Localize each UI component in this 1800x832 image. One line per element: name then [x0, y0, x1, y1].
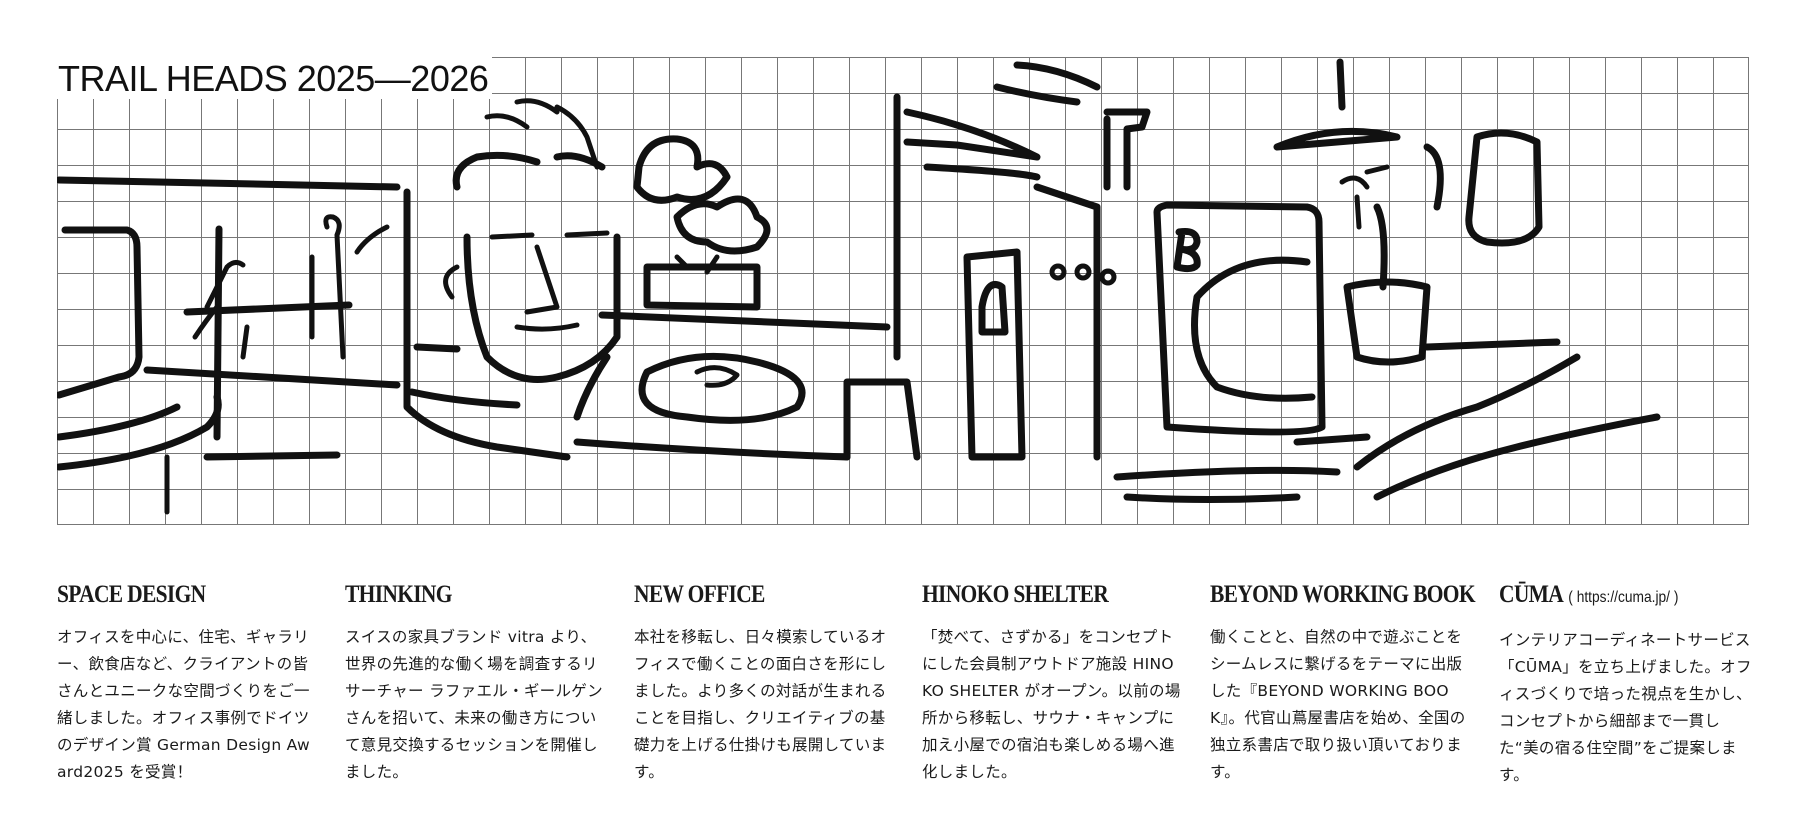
book-drawing: [1113, 201, 1371, 503]
project-description: 「焚べて、さずかる」をコンセプトにした会員制アウトドア施設 HINOKO SHE…: [922, 628, 1181, 781]
interior-drawing: [1273, 58, 1661, 501]
office-scene-drawing: [57, 176, 401, 515]
project-title: HINOKO SHELTER: [922, 581, 1109, 608]
project-title: BEYOND WORKING BOOK: [1210, 581, 1476, 608]
project-description: スイスの家具ブランド vitra より、世界の先進的な働く場を調査するリサーチャ…: [345, 628, 603, 781]
project-description: 働くことと、自然の中で遊ぶことをシームレスに繋げるをテーマに出版した『BEYON…: [1210, 628, 1466, 781]
project-title: CŪMA: [1499, 581, 1564, 608]
project-beyond-working-book: BEYOND WORKING BOOK 働くことと、自然の中で遊ぶことをシームレ…: [1210, 580, 1476, 786]
project-title: SPACE DESIGN: [57, 581, 206, 608]
shelter-drawing: [893, 61, 1151, 461]
project-title: NEW OFFICE: [634, 581, 765, 608]
project-description: オフィスを中心に、住宅、ギャラリー、飲食店など、クライアントの皆さんとユニークな…: [57, 628, 310, 781]
cuma-link[interactable]: ( https://cuma.jp/ ): [1568, 589, 1679, 606]
project-description: 本社を移転し、日々模索しているオフィスで働くことの面白さを形にしました。より多く…: [634, 628, 887, 781]
project-title-row: CŪMA( https://cuma.jp/ ): [1499, 580, 1723, 613]
projects-list: SPACE DESIGN オフィスを中心に、住宅、ギャラリー、飲食店など、クライ…: [57, 580, 1752, 800]
project-description: インテリアコーディネートサービス「CŪMA」を立ち上げました。オフィスづくりで培…: [1499, 631, 1752, 784]
project-new-office: NEW OFFICE 本社を移転し、日々模索しているオフィスで働くことの面白さを…: [634, 580, 894, 786]
project-cuma: CŪMA( https://cuma.jp/ ) インテリアコーディネートサービ…: [1499, 580, 1759, 789]
plant-and-rug-drawing: [573, 135, 921, 461]
portrait-drawing: [403, 98, 621, 461]
line-drawing: [57, 58, 1661, 515]
project-space-design: SPACE DESIGN オフィスを中心に、住宅、ギャラリー、飲食店など、クライ…: [57, 580, 317, 786]
page-title: TRAIL HEADS 2025—2026: [57, 57, 493, 99]
project-hinoko-shelter: HINOKO SHELTER 「焚べて、さずかる」をコンセプトにした会員制アウト…: [922, 580, 1182, 786]
hero-illustration: TRAIL HEADS 2025—2026: [57, 57, 1749, 525]
project-thinking: THINKING スイスの家具ブランド vitra より、世界の先進的な働く場を…: [345, 580, 605, 786]
project-title: THINKING: [345, 581, 452, 608]
